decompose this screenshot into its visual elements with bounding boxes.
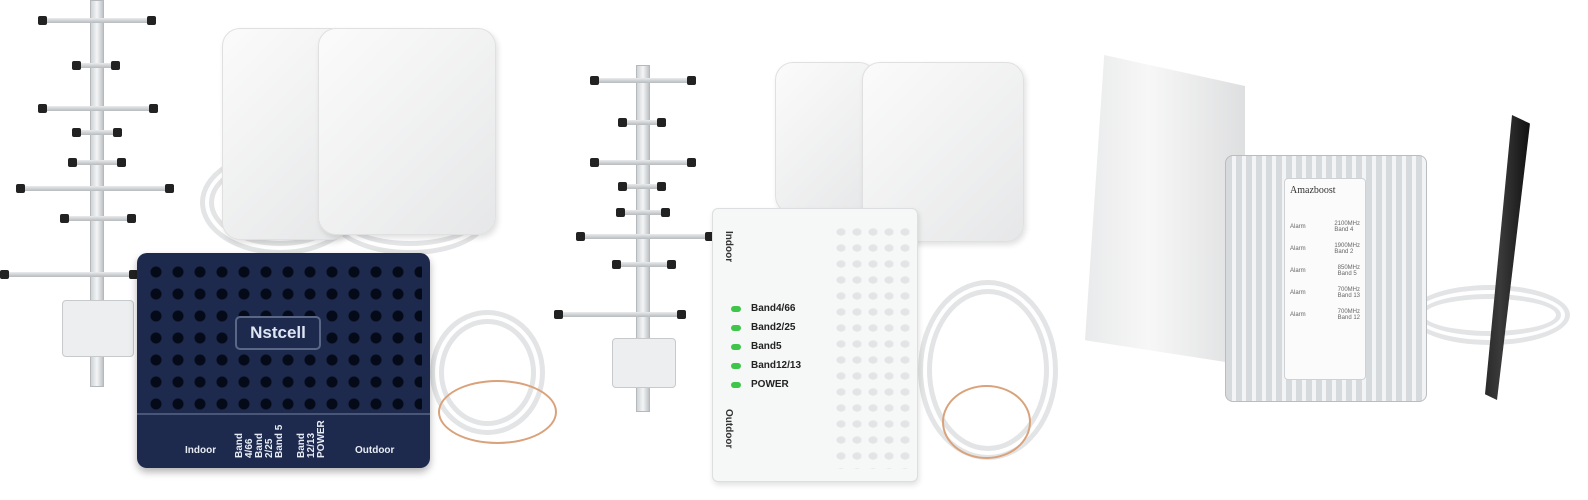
alarm-freq: 700MHz — [1337, 309, 1360, 315]
yagi-element — [72, 128, 122, 137]
antenna-mount-plate — [612, 338, 676, 388]
vent-holes — [833, 224, 911, 469]
yagi-element — [72, 61, 120, 70]
yagi-element — [590, 158, 696, 167]
cable-coil — [1410, 285, 1570, 345]
yagi-element — [612, 260, 676, 269]
brand-badge: Nstcell — [235, 316, 321, 350]
indoor-port-label: Indoor — [185, 445, 217, 456]
band-indicator-label: Band 12/13 — [296, 432, 317, 458]
antenna-mount-plate — [62, 300, 134, 357]
indoor-port-label: Indoor — [723, 231, 734, 263]
yagi-antenna-mast — [90, 0, 104, 387]
yagi-element — [576, 232, 714, 241]
yagi-element — [618, 182, 666, 191]
yagi-element — [38, 16, 156, 25]
alarm-freq: 700MHz — [1337, 287, 1360, 293]
alarm-band: Band 12 — [1337, 315, 1360, 321]
led-icon — [731, 362, 741, 369]
yagi-element — [616, 208, 670, 217]
band-indicator-label: Band 4/66 — [234, 433, 255, 458]
led-icon — [731, 381, 741, 388]
yagi-element — [590, 76, 696, 85]
alarm-label: Alarm — [1290, 290, 1306, 296]
panel-antenna — [775, 62, 877, 214]
signal-booster-nstcell: Nstcell Band 4/66 Band 2/25 Band 5 Band … — [137, 253, 430, 468]
alarm-label: Alarm — [1290, 312, 1306, 318]
alarm-band: Band 2 — [1334, 249, 1354, 255]
led-icon — [731, 305, 741, 312]
pigtail-cable — [942, 385, 1031, 459]
brand-name: Nstcell — [250, 323, 306, 342]
led-band-4-66: Band4/66 — [731, 299, 801, 318]
alarm-label: Alarm — [1290, 246, 1306, 252]
alarm-band: Band 13 — [1337, 293, 1360, 299]
led-icon — [731, 343, 741, 350]
alarm-freq: 2100MHz — [1334, 221, 1360, 227]
alarm-band: Band 4 — [1334, 227, 1354, 233]
band-indicator-label: POWER — [316, 420, 327, 458]
led-band-5: Band5 — [731, 337, 801, 356]
yagi-element — [16, 184, 174, 193]
alarm-label: Alarm — [1290, 268, 1306, 274]
alarm-label: Alarm — [1290, 224, 1306, 230]
whip-antenna — [1485, 115, 1530, 400]
yagi-element — [0, 270, 138, 279]
led-label: Band12/13 — [751, 360, 802, 371]
outdoor-port-label: Outdoor — [723, 409, 734, 449]
led-panel: Band4/66 Band2/25 Band5 Band12/13 POWER — [731, 299, 801, 394]
led-icon — [731, 324, 741, 331]
log-periodic-antenna — [1085, 55, 1245, 365]
panel-antenna — [318, 28, 496, 235]
led-label: Band5 — [751, 341, 782, 352]
signal-booster-white: Indoor Outdoor Band4/66 Band2/25 Band5 B… — [712, 208, 918, 482]
yagi-element — [38, 104, 158, 113]
outdoor-port-label: Outdoor — [355, 445, 395, 456]
divider — [137, 413, 430, 415]
led-band-12-13: Band12/13 — [731, 356, 801, 375]
band-indicator-label: Band 5 — [274, 424, 285, 458]
pigtail-cable — [438, 380, 557, 444]
brand-name: Amazboost — [1290, 185, 1336, 196]
alarm-freq: 1900MHz — [1334, 243, 1360, 249]
led-power: POWER — [731, 375, 801, 394]
led-label: Band4/66 — [751, 303, 796, 314]
yagi-element — [68, 158, 126, 167]
led-label: POWER — [751, 379, 789, 390]
yagi-element — [60, 214, 136, 223]
led-label: Band2/25 — [751, 322, 796, 333]
alarm-band: Band 5 — [1337, 271, 1357, 277]
yagi-element — [618, 118, 666, 127]
band-indicator-label: Band 2/25 — [254, 433, 275, 458]
led-band-2-25: Band2/25 — [731, 318, 801, 337]
yagi-element — [554, 310, 686, 319]
alarm-freq: 850MHz — [1337, 265, 1360, 271]
